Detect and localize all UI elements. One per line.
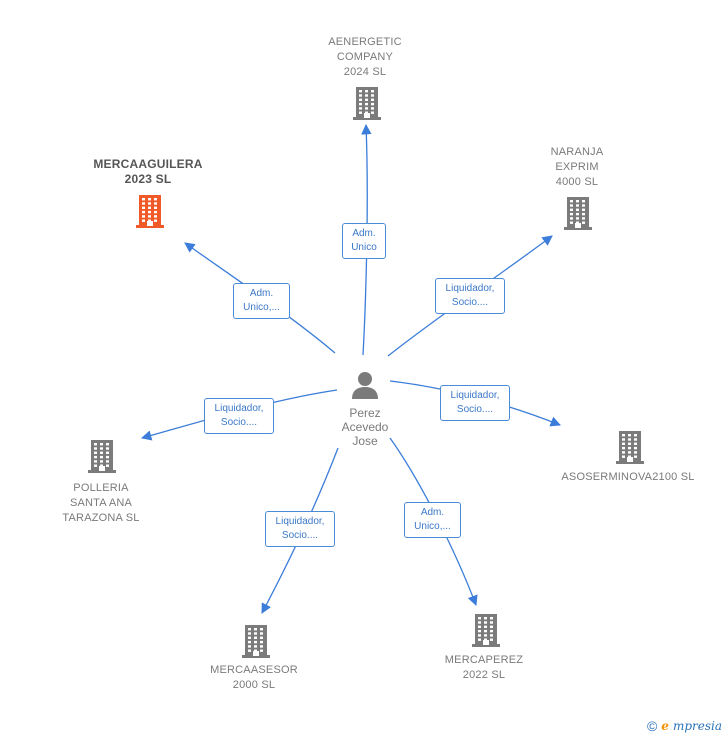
role-label: Liquidador, Socio.... <box>265 511 335 547</box>
copyright-icon: © <box>646 718 658 734</box>
company-name[interactable]: MERCAPEREZ 2022 SL <box>444 654 524 681</box>
building-icon[interactable] <box>240 624 272 658</box>
brand-name: mpresia <box>672 719 722 733</box>
company-name[interactable]: AENERGETIC COMPANY 2024 SL <box>328 36 402 78</box>
building-icon[interactable] <box>134 194 166 228</box>
role-label: Adm. Unico <box>342 223 386 259</box>
building-icon[interactable] <box>614 430 646 464</box>
company-name[interactable]: NARANJA EXPRIM 4000 SL <box>550 146 604 188</box>
building-icon[interactable] <box>470 613 502 647</box>
person-icon[interactable] <box>350 370 380 400</box>
role-label: Liquidador, Socio.... <box>204 398 274 434</box>
company-name[interactable]: POLLERIA SANTA ANA TARAZONA SL <box>62 482 140 524</box>
building-icon[interactable] <box>562 196 594 230</box>
person-name[interactable]: Perez Acevedo Jose <box>341 406 389 448</box>
building-icon[interactable] <box>86 439 118 473</box>
role-label: Adm. Unico,... <box>404 502 461 538</box>
building-icon[interactable] <box>351 86 383 120</box>
company-name[interactable]: MERCAAGUILERA 2023 SL <box>93 157 203 186</box>
role-label: Adm. Unico,... <box>233 283 290 319</box>
company-name[interactable]: ASOSERMINOVA2100 SL <box>561 471 695 483</box>
brand-initial: e <box>661 719 669 733</box>
role-label: Liquidador, Socio.... <box>440 385 510 421</box>
company-name[interactable]: MERCAASESOR 2000 SL <box>210 664 298 691</box>
role-label: Liquidador, Socio.... <box>435 278 505 314</box>
